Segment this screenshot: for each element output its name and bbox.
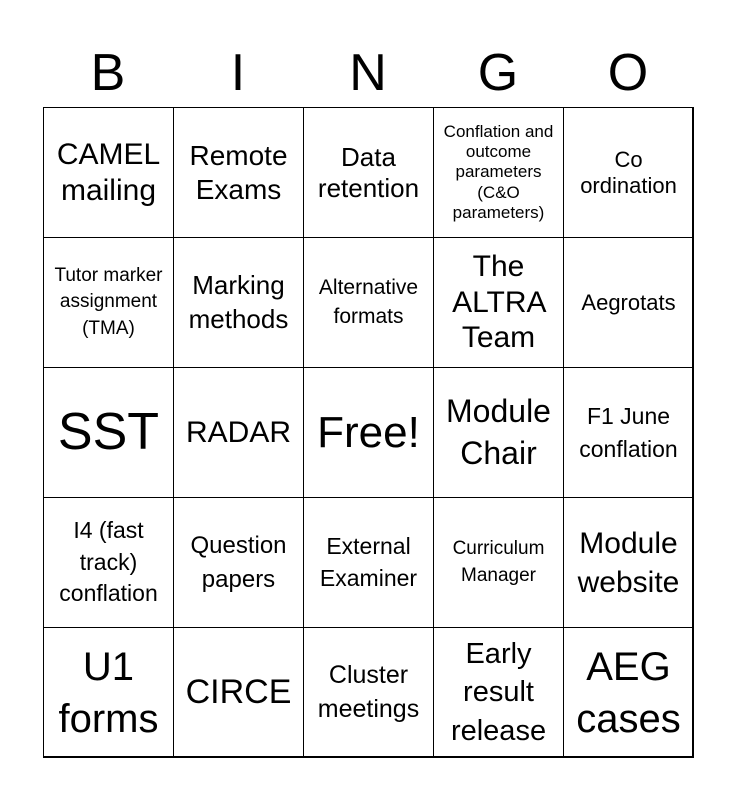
bingo-cell[interactable]: U1 forms xyxy=(43,627,174,758)
bingo-cell[interactable]: Module Chair xyxy=(433,367,564,498)
bingo-header: B I N G O xyxy=(43,40,693,106)
bingo-cell[interactable]: Aegrotats xyxy=(563,237,694,368)
bingo-cell[interactable]: Curriculum Manager xyxy=(433,497,564,628)
bingo-cell[interactable]: F1 June conflation xyxy=(563,367,694,498)
bingo-cell[interactable]: Tutor marker assignment (TMA) xyxy=(43,237,174,368)
bingo-cell[interactable]: Conflation and outcome parameters (C&O p… xyxy=(433,107,564,238)
header-letter-g: G xyxy=(477,44,519,102)
bingo-grid: CAMEL mailing Remote Exams Data retentio… xyxy=(43,107,694,758)
bingo-cell[interactable]: External Examiner xyxy=(303,497,434,628)
header-letter-o: O xyxy=(607,44,649,102)
bingo-cell[interactable]: Data retention xyxy=(303,107,434,238)
bingo-cell[interactable]: AEG cases xyxy=(563,627,694,758)
bingo-cell[interactable]: Alternative formats xyxy=(303,237,434,368)
bingo-cell[interactable]: Question papers xyxy=(173,497,304,628)
bingo-cell[interactable]: Co ordination xyxy=(563,107,694,238)
bingo-cell[interactable]: Early result release xyxy=(433,627,564,758)
bingo-cell[interactable]: Marking methods xyxy=(173,237,304,368)
free-space[interactable]: Free! xyxy=(303,367,434,498)
header-letter-i: I xyxy=(230,44,246,102)
bingo-cell[interactable]: I4 (fast track) conflation xyxy=(43,497,174,628)
bingo-cell[interactable]: Cluster meetings xyxy=(303,627,434,758)
bingo-cell[interactable]: The ALTRA Team xyxy=(433,237,564,368)
bingo-cell[interactable]: CIRCE xyxy=(173,627,304,758)
bingo-cell[interactable]: CAMEL mailing xyxy=(43,107,174,238)
header-letter-n: N xyxy=(349,44,387,102)
header-letter-b: B xyxy=(90,44,126,102)
bingo-cell[interactable]: Module website xyxy=(563,497,694,628)
bingo-cell[interactable]: Remote Exams xyxy=(173,107,304,238)
bingo-cell[interactable]: RADAR xyxy=(173,367,304,498)
bingo-cell[interactable]: SST xyxy=(43,367,174,498)
